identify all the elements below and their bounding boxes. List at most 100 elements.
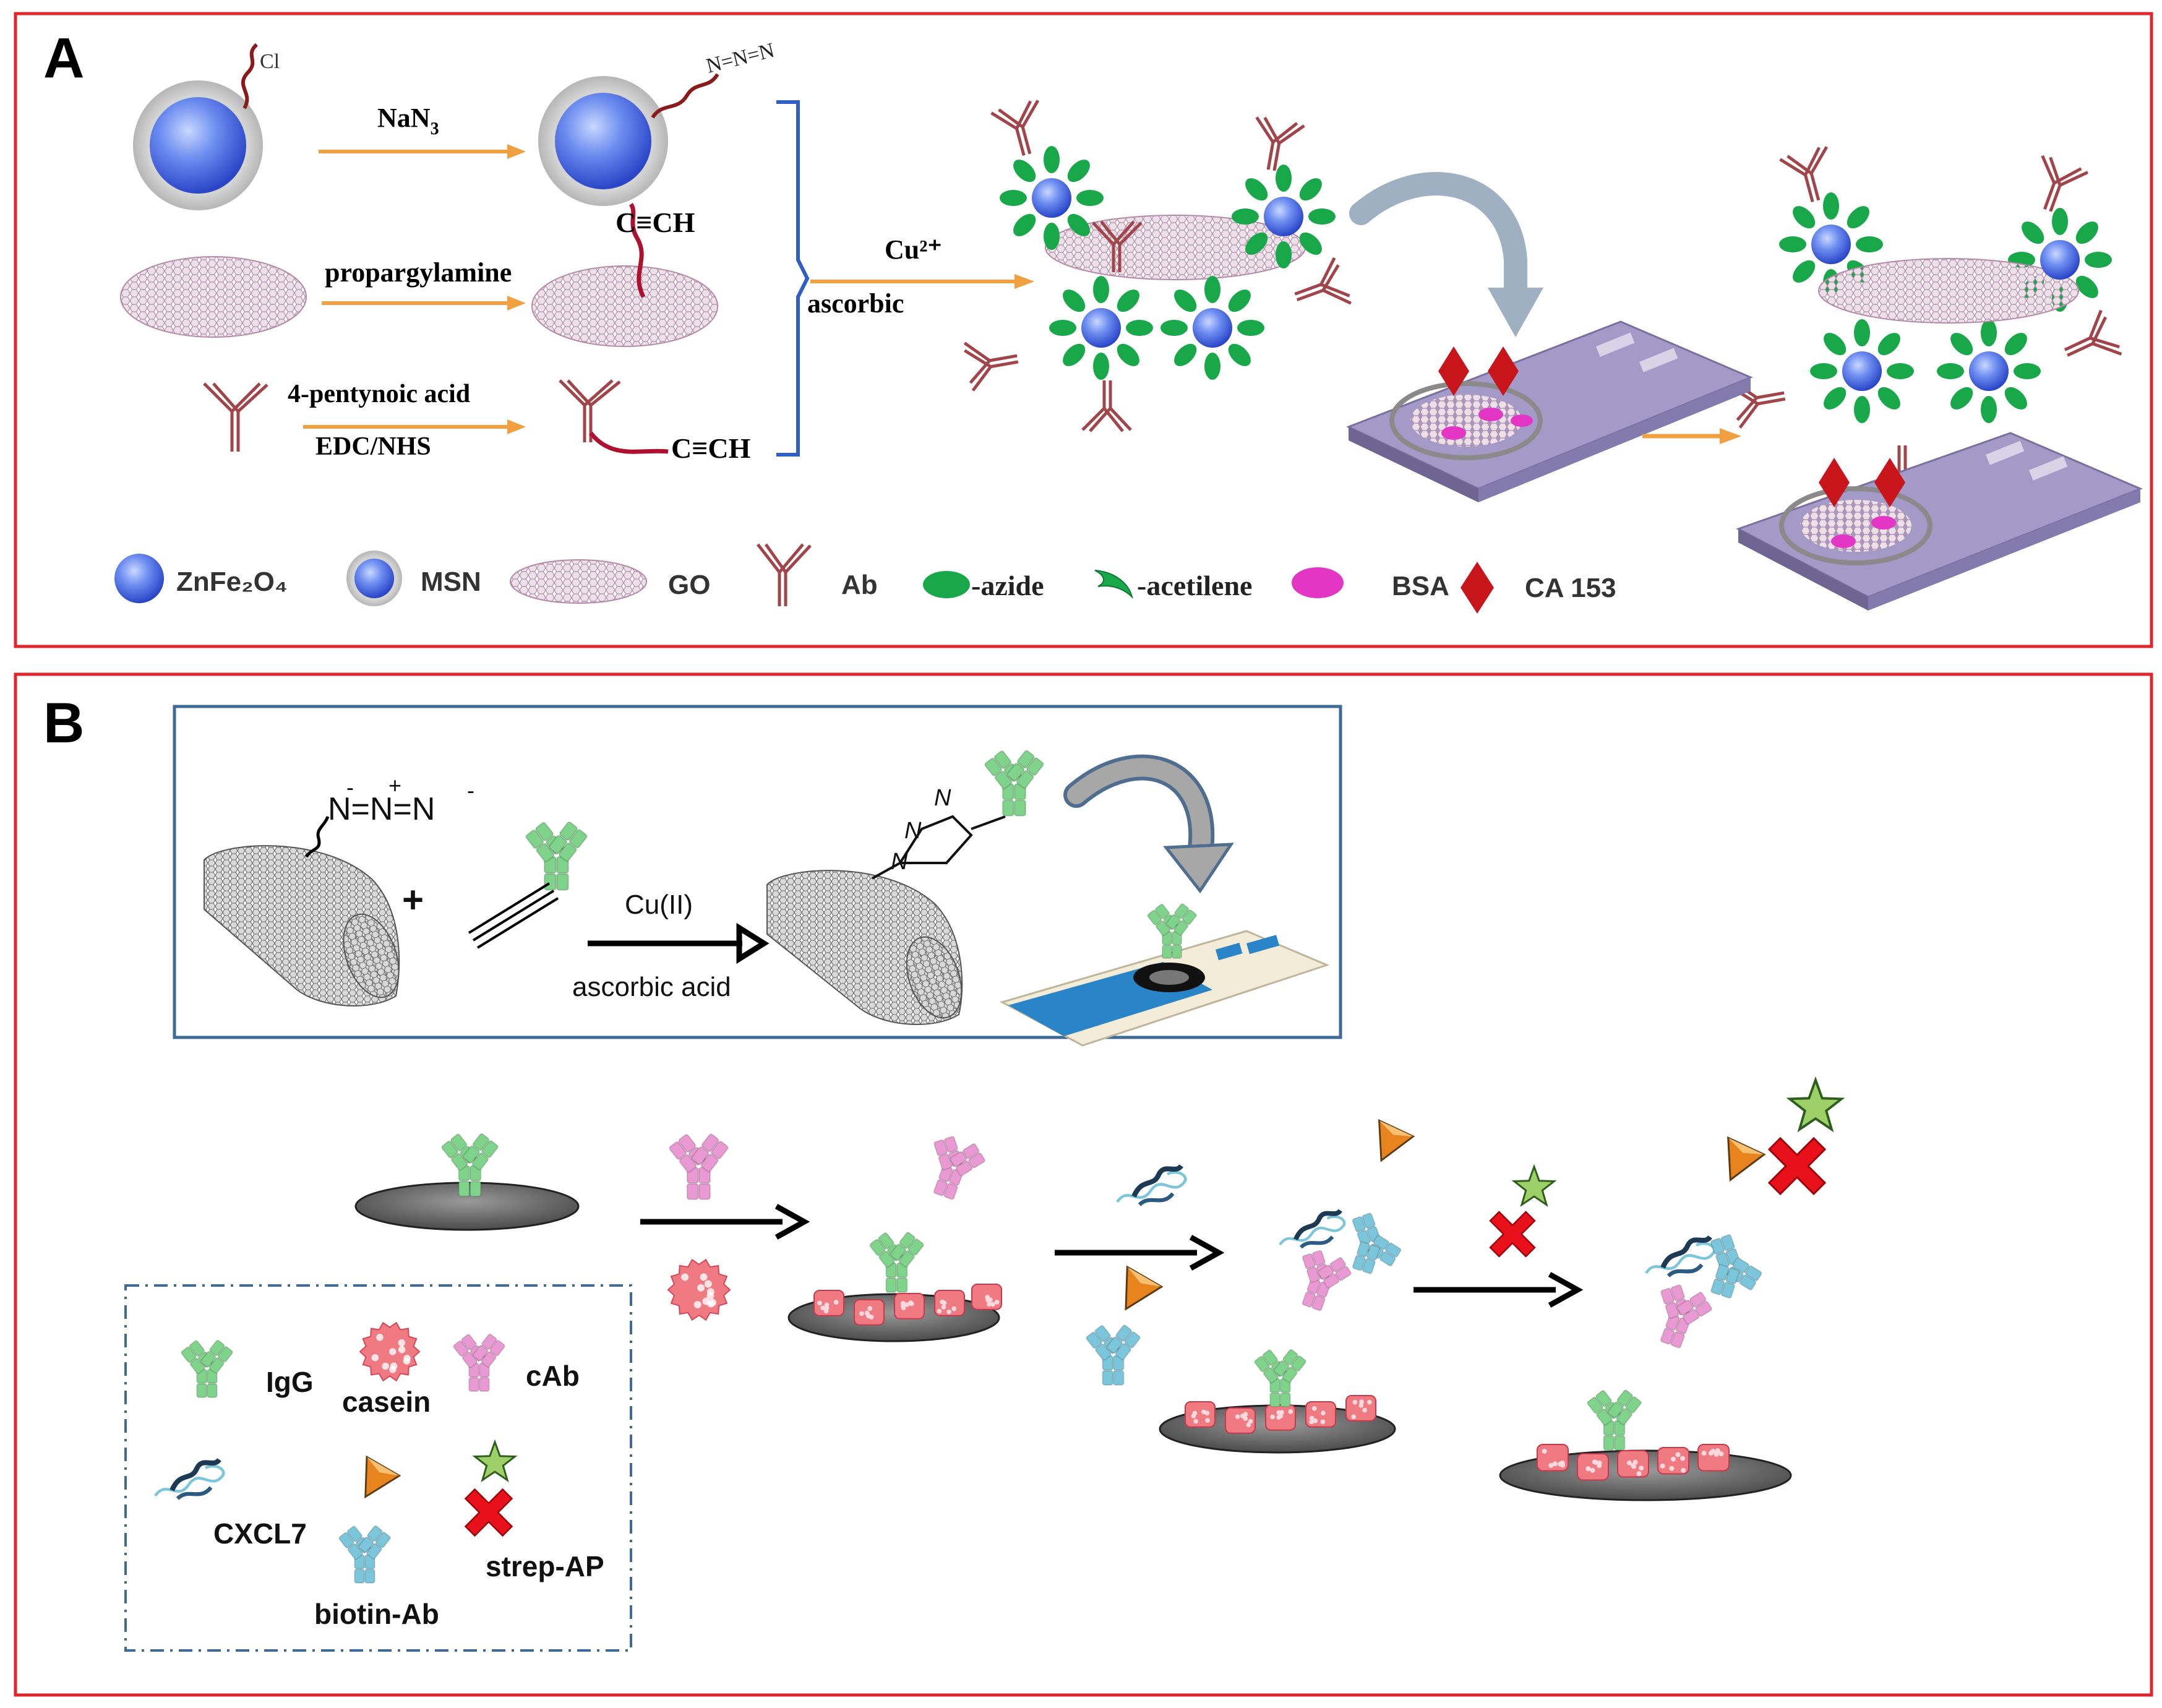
azide-petal — [1044, 223, 1060, 250]
azide-petal — [1224, 285, 1255, 315]
azide-petal — [1788, 202, 1819, 232]
casein-block — [894, 1294, 924, 1319]
azide-petal — [1276, 165, 1292, 192]
free-cxcl7-icon — [1117, 1166, 1185, 1205]
azide-petal — [1946, 383, 1976, 413]
azide-petal — [1093, 353, 1109, 380]
azide-petal — [1204, 276, 1220, 303]
azide-petal — [2072, 217, 2102, 247]
legend-ap-star-icon — [475, 1442, 515, 1480]
maroon-antibody-icon — [1083, 380, 1131, 431]
free-strep-ap — [1490, 1167, 1554, 1256]
free-cxcl7 — [1117, 1166, 1185, 1205]
seq2-cab-icon — [917, 1130, 990, 1206]
azide-petal — [1160, 320, 1188, 336]
azide-petal — [1044, 146, 1060, 173]
legend-igg-label: IgG — [266, 1366, 314, 1398]
ascorbic-label: ascorbic — [807, 288, 904, 319]
alkyne-label-2: C≡CH — [671, 432, 751, 464]
propargylamine-label: propargylamine — [325, 257, 512, 288]
sensor-chip-left — [1349, 322, 1751, 502]
pentynoic-chain — [591, 433, 668, 452]
azide-petal — [2052, 208, 2068, 235]
step2-igg-cab — [869, 1130, 990, 1292]
charge-minus-1: - — [346, 775, 354, 800]
seq4-biotin-cone-icon — [1712, 1138, 1764, 1188]
step3-sandwich — [1254, 1120, 1413, 1407]
seq4-cab-icon — [1644, 1278, 1717, 1354]
legend-go-icon — [510, 560, 646, 603]
azide-petal — [1009, 155, 1039, 186]
free-biotin-ab-icon — [1086, 1324, 1141, 1385]
azide-petal — [1308, 208, 1336, 225]
azide-petal — [1113, 285, 1143, 315]
triazole-n3: N — [934, 785, 951, 811]
azide-petal — [1819, 328, 1850, 359]
maroon-antibody-icon — [1248, 116, 1305, 174]
panel-a-legend: ZnFe₂O₄ MSN GO Ab -azide -acetilene BSA … — [114, 544, 1616, 614]
seq3-igg-icon — [1254, 1349, 1306, 1407]
azide-petal — [1126, 320, 1153, 336]
casein-block — [1346, 1396, 1376, 1421]
plus-sign: + — [402, 879, 424, 921]
legend-go-label: GO — [668, 570, 710, 600]
legend-ca153-label: CA 153 — [1525, 573, 1616, 603]
chloro-label: Cl — [260, 50, 280, 73]
casein-block — [1658, 1448, 1689, 1474]
legend-biotin-ab-icon — [338, 1525, 391, 1583]
azide-petal — [1058, 340, 1089, 370]
cu2-label: Cu²⁺ — [885, 234, 942, 265]
casein-block — [1618, 1451, 1649, 1477]
azide-petal — [1232, 208, 1259, 225]
triazole-n1: N — [891, 849, 908, 875]
legend-znfe-label: ZnFe₂O₄ — [176, 567, 288, 597]
nan3-label: NaN3 — [377, 103, 439, 139]
azide-petal — [1874, 328, 1904, 359]
legend-ab-label: Ab — [841, 570, 878, 600]
legend-acetilene-label: -acetilene — [1137, 570, 1252, 601]
azide-petal — [1856, 236, 1883, 252]
free-ap-star-icon — [1514, 1167, 1555, 1205]
legend-strep-x-icon — [466, 1490, 512, 1536]
azide-petal — [2085, 252, 2112, 268]
bead-azide-product — [538, 74, 718, 206]
legend-azide-label: -azide — [971, 570, 1044, 601]
azide-petal — [1981, 319, 1997, 346]
azide-petal — [1276, 241, 1292, 268]
maroon-antibody-icon — [2056, 310, 2122, 375]
edc-label: EDC/NHS — [315, 432, 431, 461]
azide-petal — [1946, 328, 1976, 359]
go-sheet-product — [532, 266, 718, 346]
legend-igg-icon — [181, 1339, 233, 1397]
casein-block — [1185, 1402, 1215, 1427]
panel-b-border — [15, 674, 2151, 1695]
legend-cxcl7-icon — [155, 1460, 223, 1499]
legend-biotin-ab-label: biotin-Ab — [314, 1598, 439, 1630]
seq4-ap-star-icon — [1790, 1080, 1842, 1130]
casein-block — [1266, 1405, 1295, 1430]
legend-bsa-icon — [1292, 567, 1344, 598]
azide-petal — [1788, 256, 1819, 286]
curved-transfer-arrow — [1361, 184, 1516, 291]
legend-bsa-label: BSA — [1392, 571, 1449, 601]
free-biotin-ab — [1086, 1267, 1162, 1385]
maroon-antibody-icon — [991, 99, 1051, 160]
legend-azide-icon — [923, 571, 970, 598]
azide-petal — [1843, 202, 1873, 232]
azide-petal — [2001, 383, 2031, 413]
legend-cxcl7-label: CXCL7 — [213, 1517, 307, 1550]
casein-block — [1306, 1402, 1336, 1427]
legend-cab-label: cAb — [526, 1360, 580, 1392]
carbon-nanotube-reactant — [204, 846, 410, 1006]
azide-petal — [1854, 396, 1870, 423]
legend-ca153-icon — [1461, 562, 1494, 614]
casein-block — [814, 1290, 844, 1316]
free-strep-x-icon — [1490, 1212, 1535, 1256]
seq4-cxcl7-icon — [1646, 1237, 1714, 1276]
azide-petal — [1224, 340, 1255, 370]
ab-reactant — [204, 384, 267, 452]
charge-minus-2: - — [467, 778, 474, 803]
legend-ab-icon — [758, 544, 810, 606]
casein-block — [1698, 1444, 1729, 1471]
